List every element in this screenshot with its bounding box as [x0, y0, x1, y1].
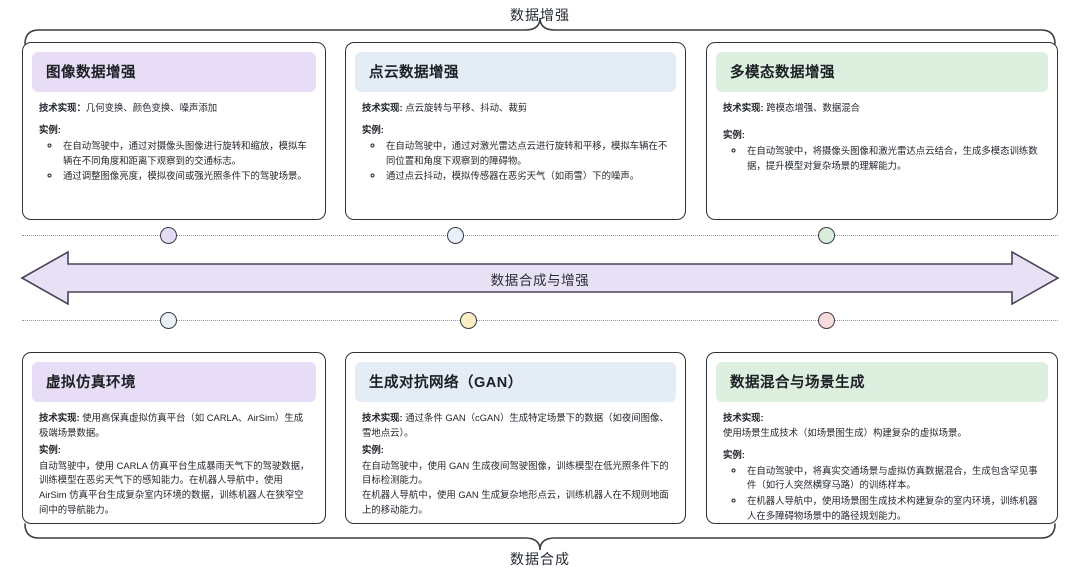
connector-line-bottom: [22, 320, 1058, 321]
list-item: 在自动驾驶中，通过对激光雷达点云进行旋转和平移，模拟车辆在不同位置和角度下观察到…: [384, 139, 670, 169]
tech-line: 技术实现: 点云旋转与平移、抖动、裁剪: [362, 101, 670, 116]
connector-dot-gan[interactable]: [460, 312, 477, 329]
card-body-multimodal-augmentation: 技术实现: 跨模态增强、数据混合 实例: 在自动驾驶中，将摄像头图像和激光雷达点…: [716, 92, 1048, 173]
example-label: 实例:: [39, 443, 61, 455]
tech-value: 跨模态增强、数据混合: [766, 102, 860, 113]
card-title-gan: 生成对抗网络（GAN）: [355, 362, 676, 402]
connector-dot-scene-gen[interactable]: [818, 312, 835, 329]
card-col-image-aug: 图像数据增强 技术实现：几何变换、颜色变换、噪声添加 实例: 在自动驾驶中，通过…: [0, 42, 340, 220]
card-col-gan: 生成对抗网络（GAN） 技术实现: 通过条件 GAN（cGAN）生成特定场景下的…: [340, 352, 700, 524]
card-col-multimodal-aug: 多模态数据增强 技术实现: 跨模态增强、数据混合 实例: 在自动驾驶中，将摄像头…: [700, 42, 1080, 220]
tech-label: 技术实现:: [362, 412, 403, 423]
tech-line: 技术实现：几何变换、颜色变换、噪声添加: [39, 101, 310, 116]
card-body-gan: 技术实现: 通过条件 GAN（cGAN）生成特定场景下的数据（如夜间图像、雪地点…: [355, 402, 676, 518]
card-multimodal-augmentation[interactable]: 多模态数据增强 技术实现: 跨模态增强、数据混合 实例: 在自动驾驶中，将摄像头…: [706, 42, 1058, 220]
example-label: 实例:: [39, 123, 61, 135]
example-list: 在自动驾驶中，通过对激光雷达点云进行旋转和平移，模拟车辆在不同位置和角度下观察到…: [362, 139, 670, 185]
tech-label: 技术实现:: [39, 412, 80, 423]
example-paragraph: 在机器人导航中，使用 GAN 生成复杂地形点云，训练机器人在不规则地面上的移动能…: [362, 489, 669, 516]
tech-line: 技术实现: 通过条件 GAN（cGAN）生成特定场景下的数据（如夜间图像、雪地点…: [362, 411, 670, 441]
bottom-brace-label: 数据合成: [510, 551, 570, 567]
card-body-image-augmentation: 技术实现：几何变换、颜色变换、噪声添加 实例: 在自动驾驶中，通过对摄像头图像进…: [32, 92, 316, 184]
tech-label: 技术实现:: [723, 412, 764, 423]
tech-line: 技术实现: 使用场景生成技术（如场景图生成）构建复杂的虚拟场景。: [723, 411, 1042, 441]
card-col-pointcloud-aug: 点云数据增强 技术实现: 点云旋转与平移、抖动、裁剪 实例: 在自动驾驶中，通过…: [340, 42, 700, 220]
tech-line: 技术实现: 使用高保真虚拟仿真平台（如 CARLA、AirSim）生成极端场景数…: [39, 411, 310, 441]
list-item: 在自动驾驶中，将真实交通场景与虚拟仿真数据混合，生成包含罕见事件（如行人突然横穿…: [745, 464, 1042, 494]
card-title-scene-generation: 数据混合与场景生成: [716, 362, 1048, 402]
tech-value: 几何变换、颜色变换、噪声添加: [85, 102, 218, 113]
tech-value: 通过条件 GAN（cGAN）生成特定场景下的数据（如夜间图像、雪地点云）。: [362, 412, 669, 438]
tech-value: 点云旋转与平移、抖动、裁剪: [405, 102, 528, 113]
bidirectional-arrow: [20, 250, 1060, 306]
augmentation-card-row: 图像数据增强 技术实现：几何变换、颜色变换、噪声添加 实例: 在自动驾驶中，通过…: [0, 42, 1080, 220]
card-virtual-simulation[interactable]: 虚拟仿真环境 技术实现: 使用高保真虚拟仿真平台（如 CARLA、AirSim）…: [22, 352, 326, 524]
example-paragraph: 在自动驾驶中，使用 GAN 生成夜间驾驶图像，训练模型在低光照条件下的目标检测能…: [362, 459, 669, 486]
list-item: 通过调整图像亮度，模拟夜间或强光照条件下的驾驶场景。: [61, 169, 310, 184]
list-item: 通过点云抖动，模拟传感器在恶劣天气（如雨雪）下的噪声。: [384, 169, 670, 184]
example-paragraph: 自动驾驶中，使用 CARLA 仿真平台生成暴雨天气下的驾驶数据，训练模型在恶劣天…: [39, 459, 310, 516]
card-title-image-augmentation: 图像数据增强: [32, 52, 316, 92]
connector-line-top: [22, 235, 1058, 236]
card-title-multimodal-augmentation: 多模态数据增强: [716, 52, 1048, 92]
connector-dot-pointcloud-aug[interactable]: [447, 227, 464, 244]
tech-label: 技术实现:: [362, 102, 403, 113]
card-title-virtual-simulation: 虚拟仿真环境: [32, 362, 316, 402]
tech-line: 技术实现: 跨模态增强、数据混合: [723, 101, 1042, 116]
card-scene-generation[interactable]: 数据混合与场景生成 技术实现: 使用场景生成技术（如场景图生成）构建复杂的虚拟场…: [706, 352, 1058, 524]
top-brace-label: 数据增强: [510, 7, 570, 23]
arrow-band-label: 数据合成与增强: [490, 273, 590, 288]
example-label: 实例:: [362, 443, 384, 455]
top-brace: [0, 14, 1080, 46]
card-image-augmentation[interactable]: 图像数据增强 技术实现：几何变换、颜色变换、噪声添加 实例: 在自动驾驶中，通过…: [22, 42, 326, 220]
card-col-scene-gen: 数据混合与场景生成 技术实现: 使用场景生成技术（如场景图生成）构建复杂的虚拟场…: [700, 352, 1080, 524]
example-label: 实例:: [723, 128, 745, 140]
card-body-virtual-simulation: 技术实现: 使用高保真虚拟仿真平台（如 CARLA、AirSim）生成极端场景数…: [32, 402, 316, 518]
connector-dot-virtual-sim[interactable]: [160, 312, 177, 329]
card-gan[interactable]: 生成对抗网络（GAN） 技术实现: 通过条件 GAN（cGAN）生成特定场景下的…: [345, 352, 686, 524]
example-list: 在自动驾驶中，将真实交通场景与虚拟仿真数据混合，生成包含罕见事件（如行人突然横穿…: [723, 464, 1042, 523]
example-label: 实例:: [362, 123, 384, 135]
tech-value: 使用高保真虚拟仿真平台（如 CARLA、AirSim）生成极端场景数据。: [39, 412, 304, 438]
example-list: 在自动驾驶中，将摄像头图像和激光雷达点云结合，生成多模态训练数据，提升模型对复杂…: [723, 144, 1042, 174]
card-col-virtual-sim: 虚拟仿真环境 技术实现: 使用高保真虚拟仿真平台（如 CARLA、AirSim）…: [0, 352, 340, 524]
tech-label: 技术实现:: [723, 102, 764, 113]
list-item: 在自动驾驶中，通过对摄像头图像进行旋转和缩放，模拟车辆在不同角度和距离下观察到的…: [61, 139, 310, 169]
list-item: 在机器人导航中，使用场景图生成技术构建复杂的室内环境，训练机器人在多障碍物场景中…: [745, 494, 1042, 523]
bottom-brace: [0, 522, 1080, 554]
tech-label: 技术实现：: [39, 102, 86, 113]
list-item: 在自动驾驶中，将摄像头图像和激光雷达点云结合，生成多模态训练数据，提升模型对复杂…: [745, 144, 1042, 174]
card-title-pointcloud-augmentation: 点云数据增强: [355, 52, 676, 92]
card-body-pointcloud-augmentation: 技术实现: 点云旋转与平移、抖动、裁剪 实例: 在自动驾驶中，通过对激光雷达点云…: [355, 92, 676, 184]
card-pointcloud-augmentation[interactable]: 点云数据增强 技术实现: 点云旋转与平移、抖动、裁剪 实例: 在自动驾驶中，通过…: [345, 42, 686, 220]
tech-value: 使用场景生成技术（如场景图生成）构建复杂的虚拟场景。: [723, 426, 967, 438]
example-list: 在自动驾驶中，通过对摄像头图像进行旋转和缩放，模拟车辆在不同角度和距离下观察到的…: [39, 139, 310, 185]
connector-dot-image-aug[interactable]: [160, 227, 177, 244]
example-label: 实例:: [723, 448, 745, 460]
synthesis-card-row: 虚拟仿真环境 技术实现: 使用高保真虚拟仿真平台（如 CARLA、AirSim）…: [0, 352, 1080, 524]
connector-dot-multimodal-aug[interactable]: [818, 227, 835, 244]
card-body-scene-generation: 技术实现: 使用场景生成技术（如场景图生成）构建复杂的虚拟场景。 实例: 在自动…: [716, 402, 1048, 523]
